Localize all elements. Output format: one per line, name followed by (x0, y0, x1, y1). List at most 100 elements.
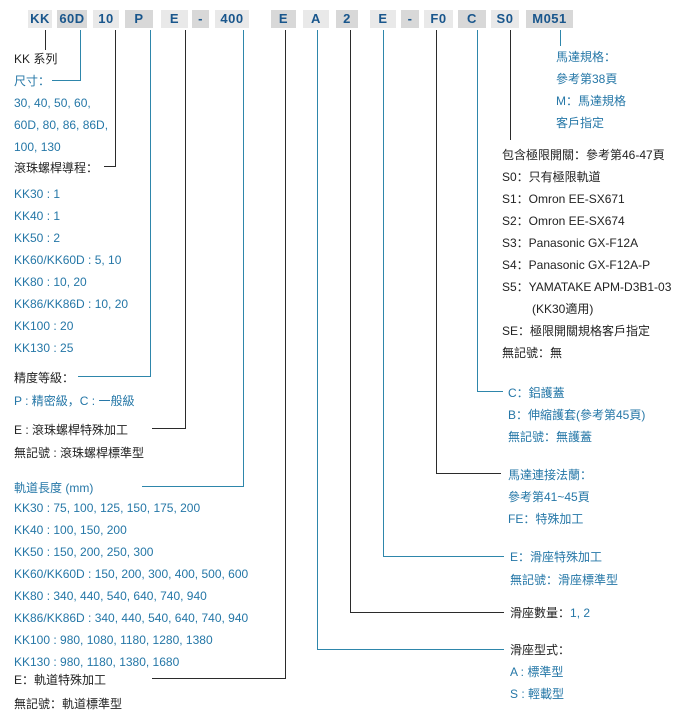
text-part: S : 輕載型 (510, 687, 565, 701)
text-line: (KK30適用) (532, 302, 593, 317)
text-part: KK100 : 980, 1080, 1180, 1280, 1380 (14, 633, 213, 647)
text-line: FE：特殊加工 (508, 512, 583, 527)
text-part: KK 系列 (14, 52, 58, 66)
text-line: 無記號 : 滾珠螺桿標準型 (14, 446, 144, 461)
text-line: 精度等級： (14, 371, 74, 386)
text-line: S : 輕載型 (510, 687, 564, 702)
text-part: 無記號 : 滾珠螺桿標準型 (14, 446, 145, 460)
text-line: KK100 : 980, 1080, 1180, 1280, 1380 (14, 633, 213, 648)
text-part: 無記號：滑座標準型 (510, 573, 619, 587)
leader-elbow-p (78, 375, 152, 377)
text-part: 軌道長度 (mm) (14, 481, 94, 495)
text-part: FE：特殊加工 (508, 512, 584, 526)
leader-line-m051 (560, 30, 562, 46)
text-part: KK86/KK86D : 10, 20 (14, 297, 129, 311)
text-line: 尺寸： (14, 74, 50, 89)
text-part: KK60/KK60D : 150, 200, 300, 400, 500, 60… (14, 567, 249, 581)
text-part: A : 標準型 (510, 665, 564, 679)
text-line: M：馬達規格 (556, 94, 626, 109)
text-line: S4：Panasonic GX-F12A-P (502, 258, 650, 273)
text-line: 無記號：無 (502, 346, 562, 361)
text-line: S3：Panasonic GX-F12A (502, 236, 638, 251)
text-line: 軌道長度 (mm) (14, 481, 93, 496)
leader-line-e-rail (285, 30, 287, 679)
text-part: P : 精密級，C : 一般級 (14, 394, 135, 408)
text-line: 滾珠螺桿導程： (14, 161, 98, 176)
text-line: KK50 : 2 (14, 231, 60, 246)
leader-line-60d (80, 30, 82, 81)
text-part: KK40 : 100, 150, 200 (14, 523, 127, 537)
text-part: KK50 : 150, 200, 250, 300 (14, 545, 154, 559)
text-line: KK 系列 (14, 52, 57, 67)
text-part: S3：Panasonic GX-F12A (502, 236, 639, 250)
leader-line-c (477, 30, 479, 392)
code-segment-kk: KK (28, 10, 52, 28)
text-line: C：鋁護蓋 (508, 386, 565, 401)
text-part: 客戶指定 (556, 116, 605, 130)
text-part: 馬達規格： (556, 50, 617, 64)
text-line: P : 精密級，C : 一般級 (14, 394, 134, 409)
code-segment-c: C (458, 10, 486, 28)
text-part: 尺寸： (14, 74, 51, 88)
code-segment-e: E (161, 10, 188, 28)
text-line: S5：YAMATAKE APM-D3B1-03 (502, 280, 671, 295)
text-part: S0：只有極限軌道 (502, 170, 601, 184)
text-line: 無記號：滑座標準型 (510, 573, 618, 588)
text-part: 馬達連接法蘭： (508, 468, 593, 482)
text-line: 客戶指定 (556, 116, 604, 131)
text-part: KK50 : 2 (14, 231, 61, 245)
leader-line-e-slider (383, 30, 385, 557)
text-part: KK30 : 75, 100, 125, 150, 175, 200 (14, 501, 201, 515)
leader-line-400 (243, 30, 245, 487)
text-line: E : 滾珠螺桿特殊加工 (14, 423, 128, 438)
text-line: S2：Omron EE-SX674 (502, 214, 625, 229)
text-part: S4：Panasonic GX-F12A-P (502, 258, 651, 272)
text-part: KK86/KK86D : 340, 440, 540, 640, 740, 94… (14, 611, 249, 625)
text-line: B：伸縮護套(參考第45頁) (508, 408, 645, 423)
leader-line-e-screw (185, 30, 187, 429)
text-line: KK40 : 100, 150, 200 (14, 523, 127, 538)
code-segment-e: E (370, 10, 396, 28)
text-part: 100, 130 (14, 140, 61, 154)
text-part: 參考第38頁 (556, 72, 618, 86)
leader-line-p (150, 30, 152, 377)
code-segment-dash-5: - (192, 10, 209, 28)
leader-elbow-f0 (436, 472, 502, 474)
text-part: E：滑座特殊加工 (510, 550, 603, 564)
text-part: KK30 : 1 (14, 187, 61, 201)
text-line: 100, 130 (14, 140, 61, 155)
leader-elbow-2 (350, 611, 505, 613)
text-line: KK130 : 25 (14, 341, 73, 356)
text-part: (KK30適用) (532, 302, 594, 316)
text-line: KK40 : 1 (14, 209, 60, 224)
text-line: KK86/KK86D : 340, 440, 540, 640, 740, 94… (14, 611, 248, 626)
leader-line-a (317, 30, 319, 650)
leader-line-f0 (436, 30, 438, 474)
leader-line-s0 (510, 30, 512, 140)
text-part: E：軌道特殊加工 (14, 673, 107, 687)
code-segment-s0: S0 (491, 10, 519, 28)
leader-elbow-e-slider (383, 555, 505, 557)
text-line: 無記號：無護蓋 (508, 430, 592, 445)
code-segment-400: 400 (215, 10, 249, 28)
text-line: 馬達規格： (556, 50, 616, 65)
text-part: 無記號：無 (502, 346, 563, 360)
text-line: 滑座型式： (510, 643, 570, 658)
text-part: KK80 : 340, 440, 540, 640, 740, 940 (14, 589, 207, 603)
text-part: 30, 40, 50, 60, (14, 96, 91, 110)
text-part: 無記號：軌道標準型 (14, 697, 123, 711)
text-part: 滑座型式： (510, 643, 571, 657)
text-part: 無記號：無護蓋 (508, 430, 593, 444)
text-part: KK130 : 980, 1180, 1380, 1680 (14, 655, 180, 669)
text-part: M：馬達規格 (556, 94, 626, 108)
leader-elbow-e-screw (152, 427, 187, 429)
text-part: 滾珠螺桿導程： (14, 161, 99, 175)
text-line: A : 標準型 (510, 665, 563, 680)
code-segment-60d: 60D (57, 10, 87, 28)
text-line: KK130 : 980, 1180, 1380, 1680 (14, 655, 179, 670)
code-segment-10: 10 (93, 10, 119, 28)
text-line: S0：只有極限軌道 (502, 170, 601, 185)
text-line: E：滑座特殊加工 (510, 550, 602, 565)
text-line: 馬達連接法蘭： (508, 468, 592, 483)
text-part: 60D, 80, 86, 86D, (14, 118, 109, 132)
